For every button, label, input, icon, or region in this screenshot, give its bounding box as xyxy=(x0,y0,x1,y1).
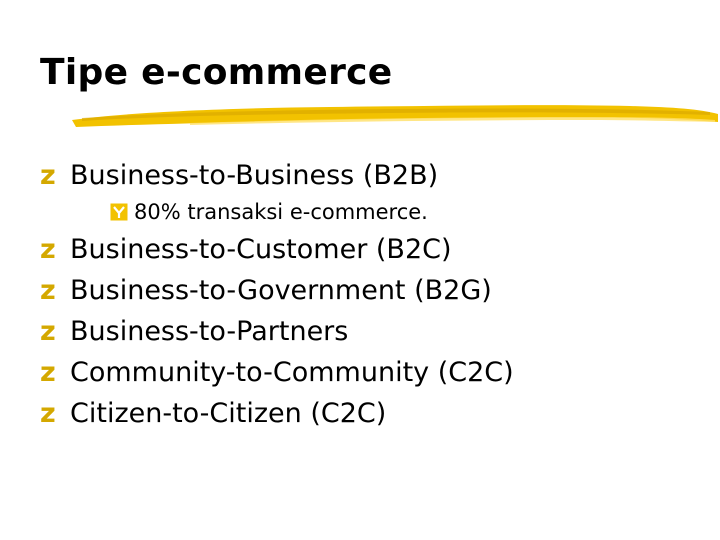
list-item: z Business-to-Government (B2G) xyxy=(40,270,514,311)
slide-title: Tipe e-commerce xyxy=(40,52,393,93)
z-bullet-icon: z xyxy=(40,357,56,388)
list-item: z Business-to-Business (B2B) xyxy=(40,155,514,196)
z-bullet-icon: z xyxy=(40,398,56,429)
title-underline-brush xyxy=(72,105,718,127)
z-bullet-icon: z xyxy=(40,316,56,347)
list-item-text: Business-to-Government (B2G) xyxy=(70,275,492,306)
list-item-text: Business-to-Business (B2B) xyxy=(70,160,439,191)
list-item: z Community-to-Community (C2C) xyxy=(40,352,514,393)
list-item-text: Business-to-Customer (B2C) xyxy=(70,234,452,265)
z-bullet-icon: z xyxy=(40,234,56,265)
list-item-text: Community-to-Community (C2C) xyxy=(70,357,514,388)
sub-list-item-text: 80% transaksi e-commerce. xyxy=(134,200,428,224)
list-item: z Business-to-Partners xyxy=(40,311,514,352)
z-bullet-icon: z xyxy=(40,160,56,191)
z-bullet-icon: z xyxy=(40,275,56,306)
list-item-text: Business-to-Partners xyxy=(70,316,349,347)
list-item: z Citizen-to-Citizen (C2C) xyxy=(40,393,514,434)
sub-list-item: 80% transaksi e-commerce. xyxy=(110,194,514,231)
bullet-list: z Business-to-Business (B2B) 80% transak… xyxy=(40,155,514,434)
boxed-y-bullet-icon xyxy=(110,203,128,221)
list-item-text: Citizen-to-Citizen (C2C) xyxy=(70,398,387,429)
list-item: z Business-to-Customer (B2C) xyxy=(40,229,514,270)
